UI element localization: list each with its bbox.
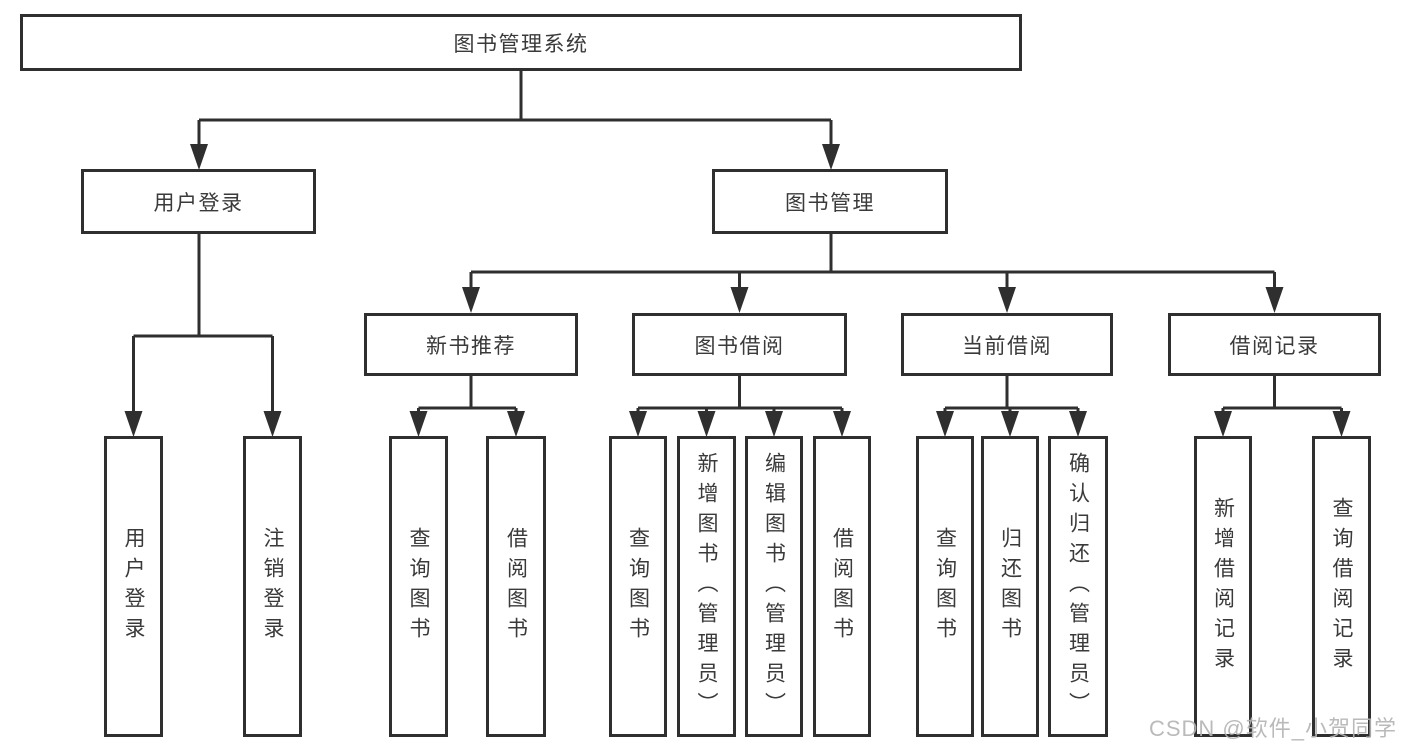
- node-leaf-borrow-books: 借阅图书: [813, 436, 871, 737]
- node-label: 注销登录: [261, 526, 285, 647]
- node-label: 借阅图书: [504, 526, 528, 647]
- node-book-borrowing: 图书借阅: [632, 313, 847, 376]
- node-label: 归还图书: [998, 526, 1022, 647]
- node-new-book-recommendation: 新书推荐: [364, 313, 578, 376]
- node-leaf-query-books-current: 查询图书: [916, 436, 974, 737]
- node-leaf-return-books: 归还图书: [981, 436, 1039, 737]
- node-label: 图书借阅: [694, 334, 785, 358]
- node-label: 查询图书: [407, 526, 431, 647]
- node-label: 借阅记录: [1229, 334, 1320, 358]
- node-leaf-user-login: 用户登录: [104, 436, 163, 737]
- node-label: 查询图书: [626, 526, 650, 647]
- node-leaf-query-books-borrow: 查询图书: [609, 436, 667, 737]
- node-label: 图书管理: [785, 191, 875, 215]
- node-label: 查询图书: [933, 526, 957, 647]
- watermark: CSDN @软件_小贺同学: [1148, 716, 1397, 741]
- node-leaf-query-borrow-record: 查询借阅记录: [1312, 436, 1371, 737]
- node-label: 用户登录: [153, 191, 244, 215]
- node-label: 新增借阅记录: [1211, 496, 1235, 677]
- tree-branch-lines: [133, 69, 1342, 410]
- node-library-management-system: 图书管理系统: [20, 14, 1022, 71]
- node-leaf-add-books-admin: 新增图书（管理员）: [677, 436, 736, 737]
- node-leaf-confirm-return-admin: 确认归还（管理员）: [1048, 436, 1108, 737]
- node-label: 借阅图书: [830, 526, 854, 647]
- node-book-management-branch: 图书管理: [712, 169, 948, 234]
- node-leaf-borrow-books-recommend: 借阅图书: [486, 436, 546, 737]
- arrowheads: [124, 144, 1351, 437]
- node-leaf-logout: 注销登录: [243, 436, 302, 737]
- node-label: 查询借阅记录: [1330, 496, 1354, 677]
- node-leaf-edit-books-admin: 编辑图书（管理员）: [745, 436, 803, 737]
- node-current-borrowing: 当前借阅: [901, 313, 1113, 376]
- node-label: 当前借阅: [962, 334, 1052, 358]
- node-label: 编辑图书（管理员）: [762, 451, 786, 722]
- node-leaf-query-books-recommend: 查询图书: [389, 436, 448, 737]
- node-user-login-branch: 用户登录: [81, 169, 316, 234]
- node-label: 图书管理系统: [453, 32, 589, 56]
- node-label: 新增图书（管理员）: [695, 451, 719, 722]
- node-leaf-add-borrow-record: 新增借阅记录: [1194, 436, 1252, 737]
- node-borrowing-records: 借阅记录: [1168, 313, 1381, 376]
- node-label: 用户登录: [122, 526, 146, 647]
- node-label: 确认归还（管理员）: [1066, 451, 1090, 722]
- node-label: 新书推荐: [426, 334, 516, 358]
